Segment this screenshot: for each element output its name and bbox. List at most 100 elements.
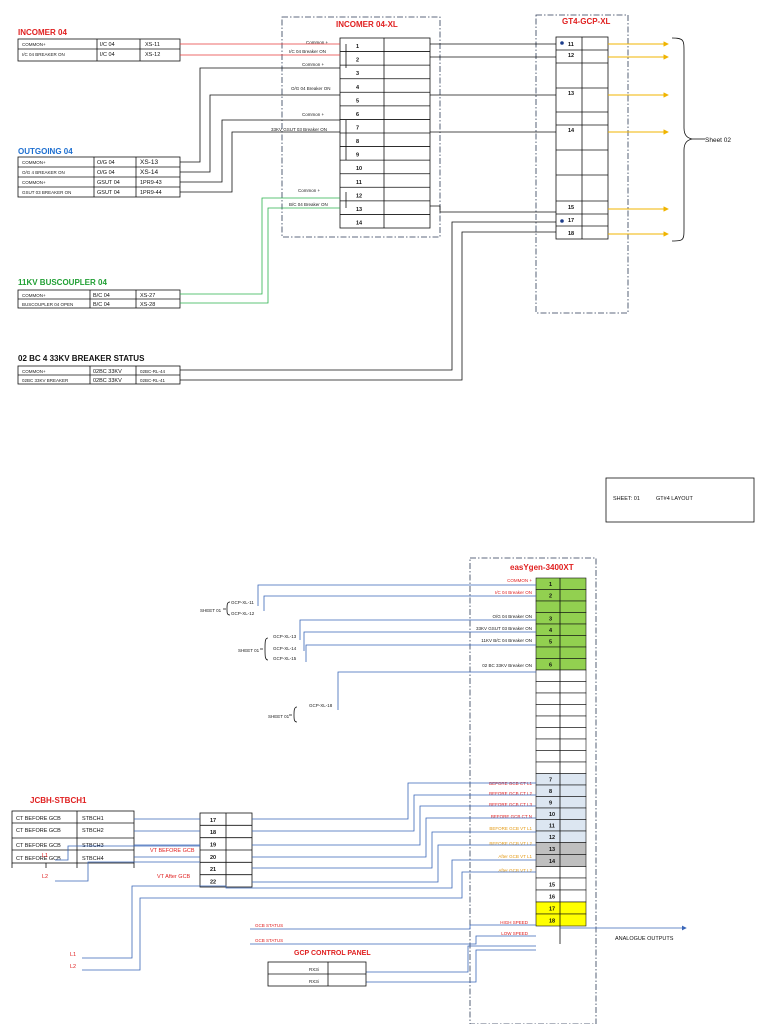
eg-label-0: COMMON + (507, 578, 532, 583)
easygen-terminal-5-b: 12 (549, 835, 555, 841)
easygen-terminal-4-g: 5 (549, 640, 552, 646)
ref1-link-1: GCP-XL-12 (231, 611, 255, 616)
eg-label-5: 02 BC 33KV Breaker ON (482, 663, 532, 668)
ref2-link-1: GCP-XL-14 (273, 646, 297, 651)
gcp-control-panel: GCP CONTROL PANEL RX3i RX3i (267, 950, 371, 987)
incxl-terminal-5: 5 (356, 98, 359, 104)
incxl-label-1: I/C 04 Breaker ON (289, 49, 326, 54)
easygen-terminal-1-gr: 14 (549, 859, 556, 865)
ref1-link-0: GCP-XL-11 (231, 600, 254, 605)
ref1-sheet: SHEET 01 (200, 608, 222, 613)
ref3-link-0: GCP-XL-18 (309, 703, 333, 708)
gcb-status-0: GCB STATUS (255, 923, 283, 928)
outgoing-r0c2: XS-13 (140, 159, 158, 166)
incxl-label-6: Common + (298, 188, 321, 193)
incomer-source: INCOMER 04 COMMON+ I/C 04 XS-11 I/C 04 B… (17, 28, 181, 62)
easygen-terminal-5-g: 6 (549, 663, 552, 669)
eg-ct-3: BEFORE GCB CT N (491, 814, 532, 819)
eg-label-4: 11KV B/C 04 Breaker ON (481, 638, 532, 643)
eg-label-2: O/G 04 Breaker ON (492, 614, 532, 619)
jcbh-r1c0: CT BEFORE GCB (16, 828, 61, 834)
gcpxl-terminal-11: 11 (568, 42, 574, 48)
incomer-title: INCOMER 04 (18, 28, 67, 37)
analogue-output-label: ANALOGUE OUTPUTS (615, 936, 674, 942)
jcbh-terminal-19: 19 (210, 843, 216, 849)
buscoupler-title: 11KV BUSCOUPLER 04 (18, 278, 107, 287)
sheet-number: SHEET: 01 (613, 496, 640, 502)
easygen-terminal-0-gr: 13 (549, 847, 555, 853)
buscoupler-r1c0: BUSCOUPLER 04 OPEN (22, 302, 73, 307)
jcbh-terminal-22: 22 (210, 880, 216, 886)
eg-label-3: 33KV GSUT 03 Breaker ON (476, 626, 532, 631)
line-l2-a: L2 (42, 874, 48, 880)
incomer-r0c1: I/C 04 (100, 42, 115, 48)
incxl-label-3: O/G 04 Breaker ON (291, 86, 331, 91)
jcbh-wiring (55, 782, 536, 983)
buscoupler-r1c2: XS-28 (140, 302, 155, 308)
incomer-xl-title: INCOMER 04-XL (336, 20, 398, 29)
bc33-title: 02 BC 4 33KV BREAKER STATUS (18, 354, 145, 363)
buscoupler-r0c0: COMMON+ (22, 293, 46, 298)
jcbh-r3c0: CT BEFORE GCB (16, 856, 61, 862)
eg-ct-2: BEFORE GCB CT L3 (489, 802, 532, 807)
eg-ct-5: BEFORE GCB VT L2 (489, 841, 532, 846)
eg-ct-1: BEFORE GCB CT L2 (489, 791, 532, 796)
sheet02-label: Sheet 02 (705, 137, 731, 144)
easygen-terminal-1-g: 2 (549, 594, 552, 600)
outgoing-r3c0: GSUT 03 BREAKER ON (22, 190, 71, 195)
ref2-sheet: SHEET 01 (238, 648, 260, 653)
bc33-r0c2: 02BC-RL-44 (140, 369, 166, 374)
incxl-terminal-13: 13 (356, 207, 362, 213)
incxl-label-4: Common + (302, 112, 325, 117)
buscoupler-source: 11KV BUSCOUPLER 04 COMMON+ B/C 04 XS-27 … (17, 278, 181, 309)
gcpxl-terminal-14: 14 (568, 128, 575, 134)
incxl-terminal-12: 12 (356, 193, 362, 199)
easygen-terminal-0-p: 15 (549, 883, 555, 889)
jcbh-r2c0: CT BEFORE GCB (16, 843, 61, 849)
vt-after-label: VT After GCB (157, 874, 191, 880)
gcp-panel-title: GCP CONTROL PANEL (294, 950, 371, 957)
eg-label-1: I/C 04 Breaker ON (495, 590, 532, 595)
gcpxl-terminal-17: 17 (568, 218, 574, 224)
jcbh-terminal-21: 21 (210, 867, 216, 873)
bc33-r0c0: COMMON+ (22, 369, 46, 374)
easygen-terminal-4-b: 11 (549, 824, 555, 830)
gcp-panel-r1: RX3i (309, 979, 319, 984)
analogue-output: ANALOGUE OUTPUTS (560, 925, 687, 942)
incxl-label-2: Common + (302, 62, 325, 67)
jcbh-r3c1: STBCH4 (82, 856, 104, 862)
outgoing-r2c0: COMMON+ (22, 180, 46, 185)
eg-speed-0: HIGH SPEED (500, 920, 529, 925)
incxl-terminal-4: 4 (356, 85, 360, 91)
bc33-r1c2: 02BC-RL-41 (140, 378, 166, 383)
outgoing-r1c0: O/G 4 BREAKER ON (22, 170, 65, 175)
incxl-terminal-9: 9 (356, 153, 359, 159)
buscoupler-r0c2: XS-27 (140, 293, 155, 299)
incxl-terminal-14: 14 (356, 221, 363, 227)
outgoing-r1c2: XS-14 (140, 169, 158, 176)
outgoing-source: OUTGOING 04 COMMON+ O/G 04 XS-13 O/G 4 B… (17, 147, 181, 198)
easygen-terminal-0-b: 7 (549, 778, 552, 784)
gcpxl-terminal-15: 15 (568, 205, 574, 211)
line-l1-b: L1 (70, 952, 76, 958)
outgoing-r3c1: GSUT 04 (97, 190, 120, 196)
buscoupler-r0c1: B/C 04 (93, 293, 110, 299)
easygen-terminal-3-b: 10 (549, 812, 555, 818)
outgoing-r0c0: COMMON+ (22, 160, 46, 165)
easygen-terminal-2-g: 3 (549, 617, 552, 623)
bc33-r1c1: 02BC 33KV (93, 378, 122, 384)
sheet-layout-box: SHEET: 01 GT#4 LAYOUT (605, 477, 755, 523)
incomer-r1c0: I/C 04 BREAKER ON (22, 52, 65, 57)
easygen-title: easYgen-3400XT (510, 563, 574, 572)
incxl-terminal-8: 8 (356, 139, 359, 145)
incxl-label-7: B/C 04 Breaker ON (289, 202, 328, 207)
ref2-link-2: GCP-XL-15 (273, 656, 297, 661)
easygen-terminal-0-g: 1 (549, 582, 552, 588)
easygen-terminal-0-y: 17 (549, 907, 555, 913)
incxl-label-5: 33KV GSUT 03 Breaker ON (271, 127, 327, 132)
incxl-label-0: Common + (306, 40, 329, 45)
incxl-terminal-7: 7 (356, 126, 359, 132)
top-wiring (180, 41, 669, 381)
gcpxl-terminal-12: 12 (568, 53, 574, 59)
